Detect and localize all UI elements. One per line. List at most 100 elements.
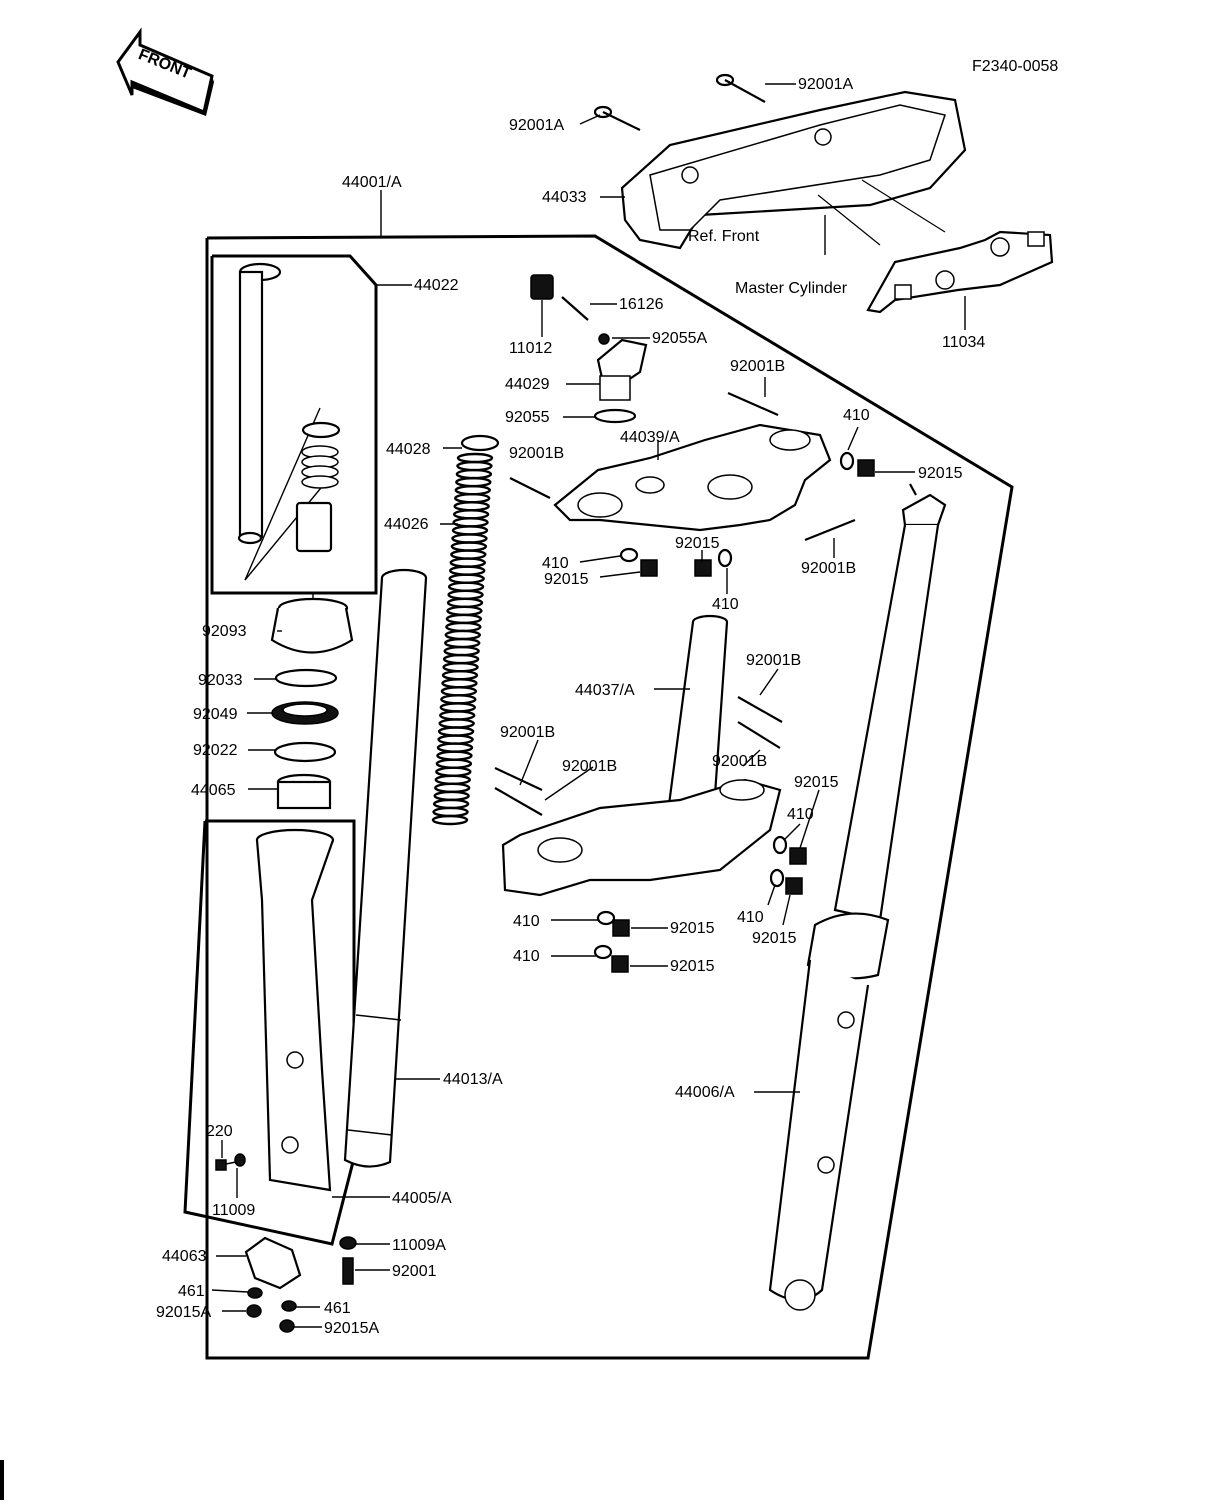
- label-92055A: 92055A: [652, 330, 707, 347]
- label-92001B-d: 92001B: [746, 652, 801, 669]
- spring-coil: [433, 790, 470, 802]
- label-44039: 44039/A: [620, 429, 680, 446]
- nut-92015-b: [640, 559, 658, 577]
- nut-92015-f: [612, 919, 630, 937]
- axle-clamp-44063: [244, 1236, 302, 1290]
- spring-coil: [453, 501, 490, 512]
- label-410-a: 410: [843, 407, 870, 424]
- spring-coil: [437, 734, 474, 745]
- label-92022: 92022: [193, 742, 238, 759]
- bolt-92001B-upper-b: [509, 477, 551, 499]
- spring-coil: [436, 750, 473, 761]
- nut-92015-c: [694, 559, 712, 577]
- bolt-16126: [561, 296, 589, 321]
- spring-coil: [454, 484, 491, 496]
- spring-coil: [436, 742, 474, 753]
- spring-coil: [440, 686, 478, 697]
- piece-44022: [295, 501, 333, 553]
- label-410-f: 410: [513, 913, 540, 930]
- label-44026: 44026: [384, 516, 429, 533]
- spring-coil: [451, 533, 488, 544]
- washer-461-b: [281, 1300, 297, 1312]
- label-92015-e: 92015: [752, 930, 797, 947]
- spring-coil: [444, 637, 481, 649]
- steering-stem-44037: [501, 614, 782, 897]
- washer-11009A: [339, 1236, 357, 1250]
- label-44022: 44022: [414, 277, 459, 294]
- upper-bracket-44039: [553, 423, 832, 532]
- nut-92015-d: [789, 847, 807, 865]
- spring-coil: [445, 613, 483, 625]
- label-44029: 44029: [505, 376, 550, 393]
- spring-coil: [450, 549, 487, 560]
- bolt-92001B-lower-a: [737, 696, 783, 723]
- label-461-b: 461: [324, 1300, 351, 1317]
- label-410-c: 410: [712, 596, 739, 613]
- nut-92015A-a: [246, 1304, 262, 1318]
- spring-coil: [431, 814, 469, 826]
- part-labels: 44001/A 44022 92001A 92001A 44033 Ref. F…: [156, 76, 985, 1337]
- spring-coil: [439, 702, 476, 713]
- outer-tube-44005: [255, 828, 335, 1192]
- spring-coil: [442, 661, 479, 673]
- spring-coil: [440, 694, 477, 705]
- label-92015-c: 92015: [544, 571, 589, 588]
- label-410-g: 410: [513, 948, 540, 965]
- spring-coil: [451, 525, 489, 536]
- label-92015A-b: 92015A: [324, 1320, 379, 1337]
- inner-tube-44013: [343, 568, 428, 1168]
- spring-coil: [455, 476, 492, 488]
- spring-coil: [456, 460, 493, 472]
- spring-coil: [447, 581, 485, 592]
- label-92015-b: 92015: [675, 535, 720, 552]
- screw-220: [215, 1159, 237, 1171]
- label-44013: 44013/A: [443, 1071, 503, 1088]
- spring-seat-44028: [460, 434, 500, 452]
- label-11034: 11034: [942, 334, 985, 351]
- label-92001B-b: 92001B: [509, 445, 564, 462]
- page-edge-mark: [0, 1460, 4, 1500]
- bolt-92001B-lower-d: [494, 787, 543, 816]
- spring-small-44022: [301, 445, 339, 489]
- spring-coil: [450, 541, 488, 552]
- nut-92015-e: [785, 877, 803, 895]
- washer-410-d: [772, 835, 788, 855]
- washer-410-c: [717, 548, 733, 568]
- label-44063: 44063: [162, 1248, 207, 1265]
- spring-coil: [435, 766, 472, 777]
- label-92015-g: 92015: [670, 958, 715, 975]
- label-92001B-e: 92001B: [500, 724, 555, 741]
- washer-410-e: [769, 868, 785, 888]
- washer-461-a: [247, 1287, 263, 1299]
- spring-coil: [446, 605, 483, 617]
- oring-92055A: [598, 333, 610, 345]
- washer-410-b: [619, 547, 639, 563]
- label-92015A-a: 92015A: [156, 1304, 211, 1321]
- ref-note-line1: Ref. Front: [688, 228, 760, 245]
- label-44037: 44037/A: [575, 682, 635, 699]
- nut-92015-g: [611, 955, 629, 973]
- label-410-b: 410: [542, 555, 569, 572]
- spring-coil: [454, 493, 491, 504]
- ring-44022: [301, 421, 341, 439]
- spring-coil: [445, 621, 482, 633]
- label-44065: 44065: [191, 782, 236, 799]
- spring-coil: [446, 597, 484, 608]
- washer-11009: [234, 1153, 246, 1167]
- label-92001B-c: 92001B: [801, 560, 856, 577]
- figure-code: F2340-0058: [972, 58, 1058, 75]
- bolt-92001A-top: [715, 73, 766, 103]
- bolt-92001B-upper-a: [727, 391, 779, 417]
- spring-coil: [456, 452, 494, 464]
- ring-92033: [274, 668, 338, 688]
- handlebar-holder-44033: [620, 90, 967, 250]
- bolt-92001B-lower-b: [737, 721, 781, 749]
- label-92015-a: 92015: [918, 465, 963, 482]
- label-92001: 92001: [392, 1263, 437, 1280]
- spring-coil: [438, 718, 475, 729]
- spring-coil: [443, 645, 480, 657]
- fork-assembly-44006: [768, 483, 947, 1311]
- washer-410-f: [596, 910, 616, 926]
- label-16126: 16126: [619, 296, 664, 313]
